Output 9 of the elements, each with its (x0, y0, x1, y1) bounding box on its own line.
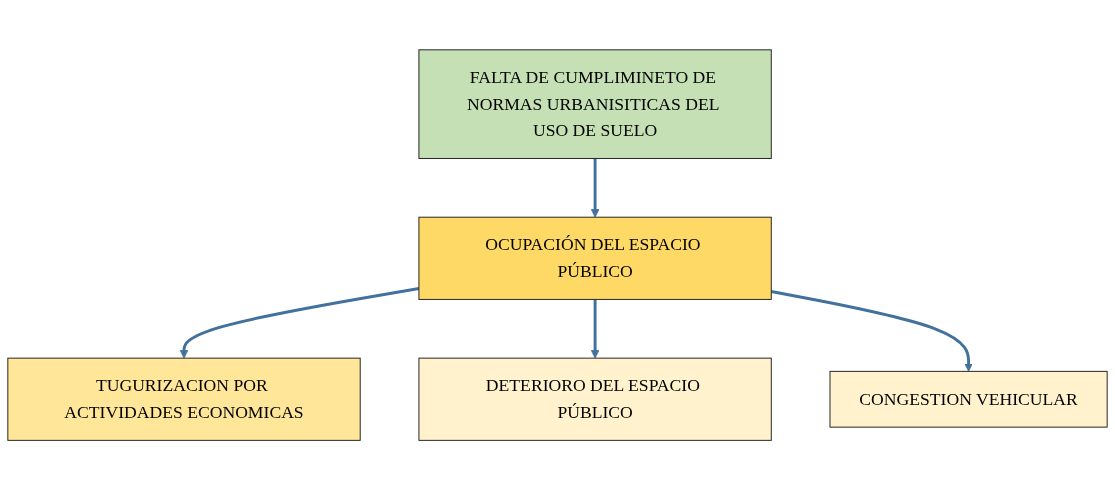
arrow (771, 290, 973, 372)
node-box: TUGURIZACION POR ACTIVIDADES ECONOMICAS (7, 357, 361, 441)
node-box: CONGESTION VEHICULAR (829, 370, 1108, 428)
arrow (179, 286, 420, 359)
arrow (590, 299, 600, 359)
node-box: OCUPACIÓN DEL ESPACIO PÚBLICO (418, 216, 772, 300)
arrow (590, 158, 600, 218)
node-box: FALTA DE CUMPLIMINETO DE NORMAS URBANISITICAS DEL USO DE SUELO (418, 49, 772, 159)
node-box: DETERIORO DEL ESPACIO PÚBLICO (418, 357, 772, 441)
